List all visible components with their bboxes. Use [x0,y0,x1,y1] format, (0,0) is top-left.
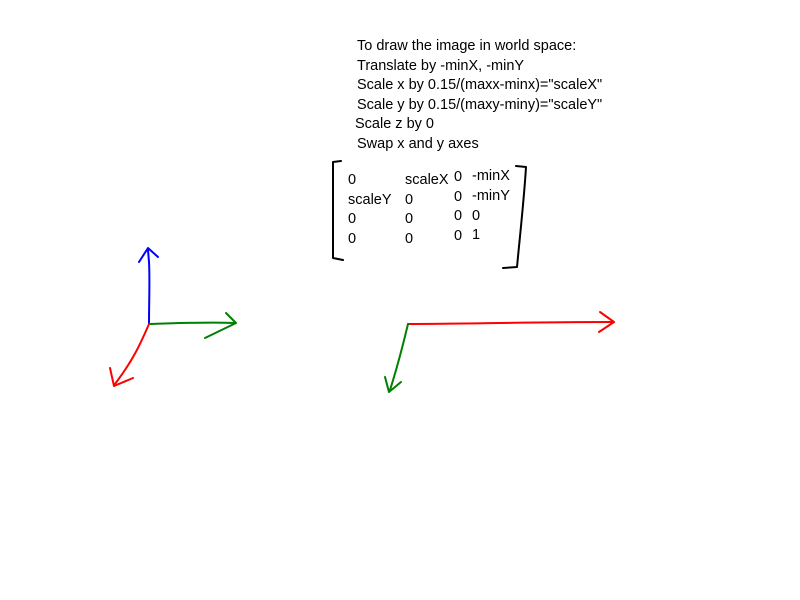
right-axes-pair [384,311,615,393]
matrix-cell-r3-c3: 1 [472,227,481,243]
notes-line-swap-axes: Swap x and y axes [357,135,479,152]
right-green-arrowhead [384,376,402,393]
notes-line-scale-y: Scale y by 0.15/(maxy-miny)="scaleY" [357,96,603,113]
matrix-cell-r2-c0: 0 [348,211,357,227]
matrix-cell-r2-c3: 0 [472,208,481,224]
matrix-cell-r3-c2: 0 [454,228,463,244]
matrix-cell-r1-c3: -minY [472,188,510,204]
matrix-cell-r2-c2: 0 [454,208,463,224]
matrix-cell-r0-c0: 0 [348,172,357,188]
right-red-horizontal-axis [407,321,613,325]
left-green-arrowhead [204,312,237,339]
matrix-cell-r1-c0: scaleY [348,192,392,208]
notes-line-scale-z: Scale z by 0 [355,116,434,133]
left-green-right-axis [148,321,236,325]
matrix-cell-r2-c1: 0 [405,211,414,227]
matrix-cell-r1-c1: 0 [405,192,414,208]
matrix-cell-r3-c1: 0 [405,231,414,247]
left-axes-triad [109,247,237,387]
transform-notes: To draw the image in world space: Transl… [355,37,603,155]
notes-line-title: To draw the image in world space: [357,38,577,54]
matrix-cell-r1-c2: 0 [454,189,463,205]
notes-line-translate: Translate by -minX, -minY [357,57,525,74]
notes-line-scale-x: Scale x by 0.15/(maxx-minx)="scaleX" [357,77,603,94]
matrix-cell-r0-c2: 0 [454,169,463,185]
matrix-brackets [332,160,527,269]
matrix-right-bracket [502,165,527,269]
right-red-arrowhead [598,311,615,333]
matrix-left-bracket [332,160,344,261]
left-blue-up-axis [147,249,151,325]
left-blue-arrowhead [138,247,159,263]
right-green-down-axis [389,323,409,391]
left-red-arrowhead [109,367,134,387]
left-red-diagonal-axis [114,323,150,385]
matrix-cell-r0-c1: scaleX [405,172,449,188]
matrix-cell-r0-c3: -minX [472,168,510,184]
matrix-cell-r3-c0: 0 [348,231,357,247]
